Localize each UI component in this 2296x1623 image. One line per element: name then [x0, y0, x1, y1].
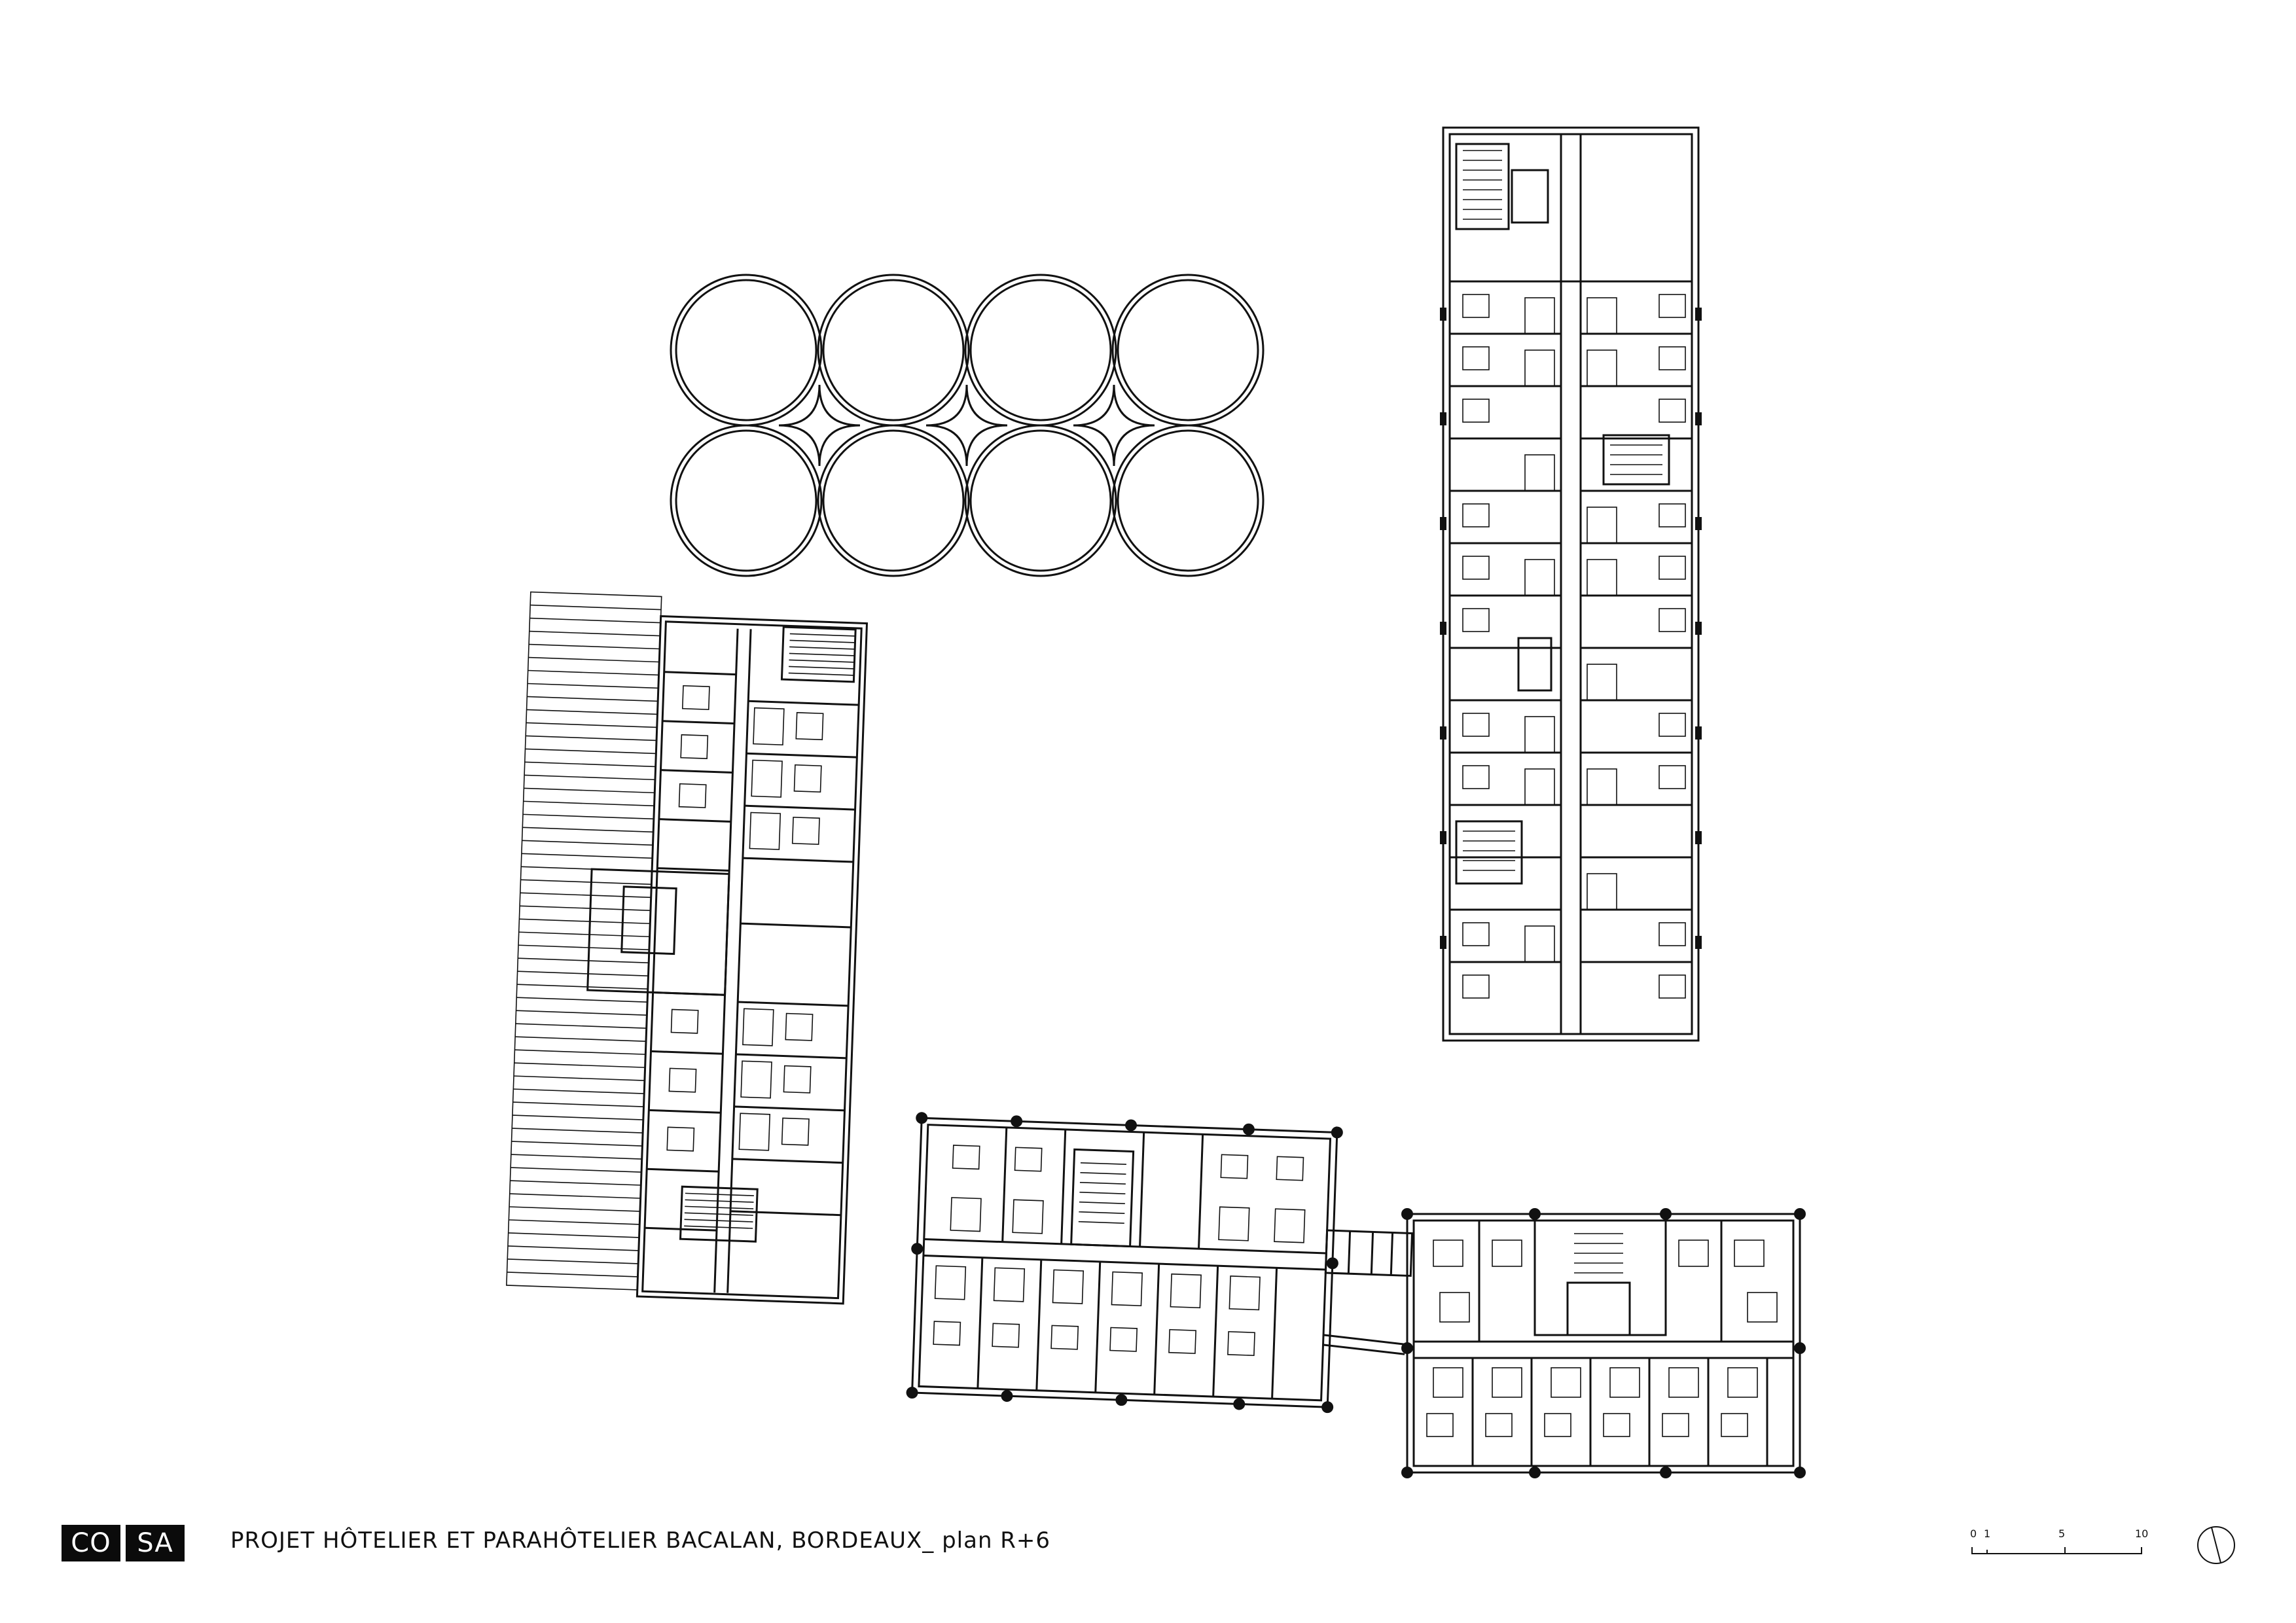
logo-co: CO	[62, 1525, 120, 1561]
building-south-wing	[906, 1112, 1414, 1414]
building-west-wing	[506, 591, 869, 1305]
scale-label-0: 0	[1970, 1527, 1977, 1540]
scale-label-1: 1	[1984, 1527, 1991, 1540]
scale-bar-graphic	[1971, 1547, 2142, 1554]
north-arrow-icon	[2197, 1526, 2235, 1564]
building-east-tower	[1440, 126, 1702, 1042]
scale-label-10: 10	[2135, 1527, 2149, 1540]
drawing-title: PROJET HÔTELIER ET PARAHÔTELIER BACALAN,…	[230, 1527, 1051, 1554]
scale-bar: 0 1 5 10	[1970, 1527, 2166, 1567]
silos-roof	[670, 274, 1265, 577]
scale-label-5: 5	[2058, 1527, 2066, 1540]
building-south-east-block	[1401, 1208, 1806, 1478]
logo-sa: SA	[126, 1525, 185, 1561]
